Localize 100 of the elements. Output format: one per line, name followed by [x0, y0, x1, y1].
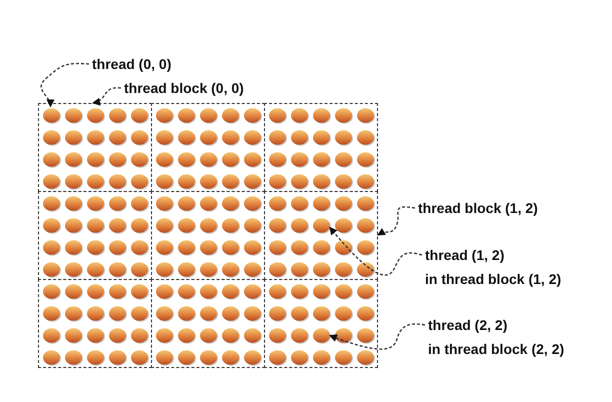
- thread-dot: [86, 216, 106, 234]
- thread-dot: [290, 194, 310, 212]
- thread-dot: [334, 348, 354, 366]
- thread-dot: [243, 326, 264, 344]
- thread-dot: [64, 326, 84, 344]
- thread-dot: [221, 304, 242, 322]
- thread-block: [38, 191, 152, 280]
- thread-dot: [42, 172, 62, 190]
- thread-dot: [268, 172, 288, 190]
- thread-dot: [130, 106, 150, 124]
- thread-dot: [154, 304, 174, 322]
- thread-dot: [312, 106, 332, 124]
- thread-dot: [154, 326, 174, 344]
- leader-label: thread (2, 2) in thread block (2, 2): [428, 313, 564, 361]
- thread-dot: [108, 238, 128, 256]
- thread-dot: [268, 238, 288, 256]
- thread-dot: [176, 326, 197, 344]
- thread-dot: [221, 128, 242, 146]
- thread-dot: [198, 194, 219, 212]
- thread-dot: [334, 128, 354, 146]
- thread-dot: [221, 216, 242, 234]
- thread-dot: [64, 348, 84, 366]
- thread-dot: [268, 128, 288, 146]
- thread-dot: [108, 282, 128, 300]
- thread-dot: [64, 128, 84, 146]
- thread-block: [38, 103, 152, 192]
- thread-dot: [198, 150, 219, 168]
- thread-dot: [86, 326, 106, 344]
- thread-dot: [221, 282, 242, 300]
- thread-dot: [243, 172, 264, 190]
- thread-dot: [334, 304, 354, 322]
- thread-dot: [108, 150, 128, 168]
- thread-dot: [108, 326, 128, 344]
- leader-line: [40, 62, 90, 108]
- thread-dot: [334, 150, 354, 168]
- thread-dot: [176, 194, 197, 212]
- thread-dot: [42, 260, 62, 278]
- thread-dot: [86, 194, 106, 212]
- thread-dot: [356, 304, 376, 322]
- thread-dot: [312, 282, 332, 300]
- thread-dot: [108, 260, 128, 278]
- leader-line: [92, 87, 122, 106]
- thread-dot: [221, 326, 242, 344]
- thread-dot: [130, 194, 150, 212]
- thread-dot: [312, 326, 332, 344]
- thread-dot: [130, 260, 150, 278]
- thread-dot: [290, 282, 310, 300]
- thread-dot: [290, 304, 310, 322]
- leader-label: thread block (1, 2): [418, 196, 538, 220]
- thread-dot: [243, 304, 264, 322]
- thread-dot: [356, 326, 376, 344]
- thread-dot: [154, 194, 174, 212]
- thread-dot: [130, 172, 150, 190]
- thread-dot: [290, 238, 310, 256]
- thread-dot: [42, 348, 62, 366]
- thread-dot: [198, 282, 219, 300]
- thread-dot: [64, 150, 84, 168]
- thread-block: [264, 103, 378, 192]
- thread-dot: [268, 348, 288, 366]
- leader-label: thread (1, 2) in thread block (1, 2): [425, 243, 562, 291]
- thread-dot: [64, 172, 84, 190]
- thread-dot: [243, 216, 264, 234]
- thread-dot: [130, 128, 150, 146]
- thread-dot: [154, 216, 174, 234]
- thread-dot: [221, 348, 242, 366]
- leader-line: [377, 206, 416, 236]
- thread-dot: [108, 216, 128, 234]
- thread-dot: [312, 348, 332, 366]
- thread-dot: [86, 150, 106, 168]
- thread-dot: [268, 304, 288, 322]
- thread-dot: [198, 128, 219, 146]
- thread-dot: [130, 282, 150, 300]
- thread-dot: [108, 304, 128, 322]
- thread-dot: [42, 282, 62, 300]
- thread-dot: [64, 194, 84, 212]
- thread-dot: [86, 282, 106, 300]
- thread-dot: [334, 260, 354, 278]
- thread-dot: [243, 260, 264, 278]
- leader-label: thread (0, 0): [92, 52, 172, 76]
- thread-dot: [42, 304, 62, 322]
- thread-dot: [356, 282, 376, 300]
- thread-dot: [290, 348, 310, 366]
- thread-dot: [221, 172, 242, 190]
- thread-dot: [198, 216, 219, 234]
- thread-dot: [86, 304, 106, 322]
- thread-dot: [130, 304, 150, 322]
- thread-dot: [268, 260, 288, 278]
- thread-block: [264, 279, 378, 368]
- thread-dot: [64, 106, 84, 124]
- thread-dot: [312, 128, 332, 146]
- thread-dot: [42, 106, 62, 124]
- thread-dot: [130, 150, 150, 168]
- thread-dot: [42, 238, 62, 256]
- thread-dot: [108, 194, 128, 212]
- thread-dot: [86, 260, 106, 278]
- thread-dot: [108, 128, 128, 146]
- thread-dot: [334, 194, 354, 212]
- thread-dot: [243, 150, 264, 168]
- thread-dot: [154, 238, 174, 256]
- thread-dot: [64, 238, 84, 256]
